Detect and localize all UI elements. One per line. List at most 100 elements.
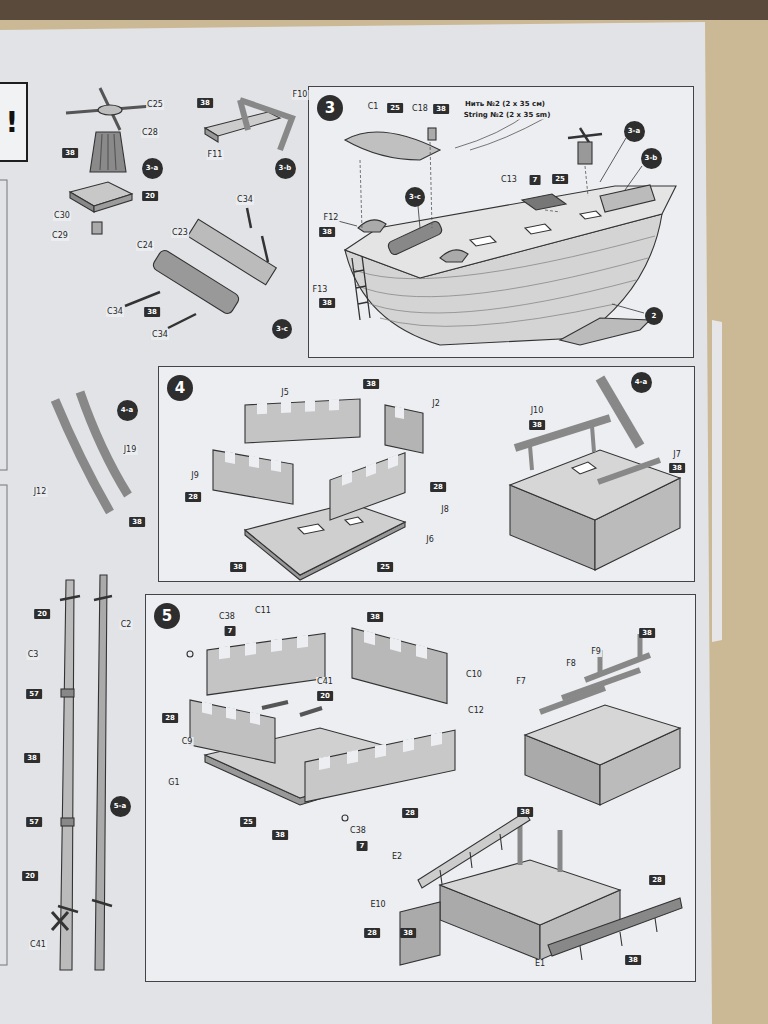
part-label: C12 <box>467 706 485 716</box>
color-badge: 28 <box>649 875 665 885</box>
part-label: E10 <box>369 900 386 910</box>
part-label: C41 <box>316 677 334 687</box>
step-panel: 33-a3-b3-c2 <box>308 86 694 358</box>
color-badge: 20 <box>34 609 50 619</box>
color-badge: 25 <box>240 817 256 827</box>
part-label: C38 <box>218 612 236 622</box>
substep-number: 3-c <box>409 193 421 202</box>
drawing-shape <box>580 211 601 219</box>
color-badge: 28 <box>430 482 446 492</box>
step-panel: 5 <box>145 594 696 982</box>
drawing-shape <box>600 634 640 676</box>
color-badge: 25 <box>552 174 568 184</box>
substep-number: 5-a <box>114 802 127 811</box>
drawing-shape <box>187 651 193 657</box>
drawing-shape <box>385 405 423 453</box>
color-badge: 38 <box>319 227 335 237</box>
part-label: J5 <box>280 388 289 398</box>
drawing-shape <box>98 105 122 115</box>
drawing-shape <box>329 399 339 411</box>
castle-base-5 <box>525 634 680 805</box>
drawing-shape <box>347 750 358 764</box>
step-number: 5 <box>154 603 180 629</box>
substep-number: 3-b <box>279 164 292 173</box>
drawing-shape <box>440 834 502 884</box>
drawing-shape <box>202 702 260 725</box>
drawing-shape <box>342 471 352 486</box>
ship-hull <box>338 112 676 345</box>
drawing-shape <box>387 220 444 256</box>
note-text: Нить №2 (2 x 35 см) <box>464 100 546 109</box>
drawing-shape <box>578 142 592 164</box>
color-badge: 7 <box>225 626 236 636</box>
part-label: F7 <box>515 677 527 687</box>
color-badge: 38 <box>669 463 685 473</box>
drawing-shape <box>190 700 275 763</box>
color-badge: 38 <box>639 628 655 638</box>
substep-circle: 5-a <box>110 796 131 817</box>
part-label: C1 <box>367 102 380 112</box>
castle-walls-5 <box>187 627 455 821</box>
drawing-shape <box>345 517 363 525</box>
part-3c <box>125 208 276 328</box>
color-badge: 38 <box>529 420 545 430</box>
drawing-shape <box>52 912 68 930</box>
drawing-shape <box>305 400 315 412</box>
drawing-shape <box>249 455 259 468</box>
substep-number: 3-c <box>276 325 288 334</box>
drawing-shape <box>90 132 126 172</box>
part-label: C9 <box>181 737 194 747</box>
part-label: J6 <box>425 535 434 545</box>
drawing-shape <box>319 756 330 770</box>
warning-box: ! <box>0 82 28 162</box>
color-badge: 38 <box>319 298 335 308</box>
drawing-shape <box>245 399 360 443</box>
part-label: C18 <box>411 104 429 114</box>
drawing-shape <box>250 712 260 725</box>
color-badge: 7 <box>530 175 541 185</box>
color-badge: 38 <box>433 104 449 114</box>
drawing-shape <box>510 450 680 520</box>
substep-number: 3-a <box>146 164 159 173</box>
part-label: C30 <box>53 211 71 221</box>
drawing-shape <box>431 732 442 746</box>
drawing-shape <box>364 630 375 645</box>
part-label: C28 <box>141 128 159 138</box>
drawing-shape <box>245 642 256 656</box>
drawing-shape <box>712 320 722 642</box>
color-badge: 25 <box>377 562 393 572</box>
drawing-shape <box>385 404 423 453</box>
color-badge: 38 <box>367 612 383 622</box>
substep-number: 3-a <box>628 127 641 136</box>
drawing-shape <box>125 292 160 306</box>
drawing-shape <box>352 627 447 703</box>
drawing-shape <box>395 406 404 419</box>
part-label: C24 <box>136 241 154 251</box>
part-label: C3 <box>27 650 40 660</box>
drawing-shape <box>257 399 339 414</box>
drawing-shape <box>342 815 348 821</box>
drawing-shape <box>207 632 325 695</box>
drawing-shape <box>395 406 404 419</box>
drawing-shape <box>213 450 293 504</box>
drawing-shape <box>151 248 241 315</box>
color-badge: 38 <box>144 307 160 317</box>
substep-circle: 3-b <box>641 148 662 169</box>
drawing-shape <box>600 185 655 212</box>
substep-circle: 4-a <box>117 400 138 421</box>
drawing-shape <box>247 208 251 228</box>
part-label: C13 <box>500 175 518 185</box>
drawing-shape <box>219 646 230 660</box>
substep-number: 4-a <box>635 378 648 387</box>
substep-circle: 3-b <box>275 158 296 179</box>
drawing-shape <box>364 630 427 659</box>
castle-walls-4 <box>213 398 423 580</box>
substep-circle: 3-a <box>142 158 163 179</box>
part-label: J9 <box>190 471 199 481</box>
substep-circle: 3-a <box>624 121 645 142</box>
drawing-shape <box>387 220 444 256</box>
part-label: E1 <box>534 959 546 969</box>
